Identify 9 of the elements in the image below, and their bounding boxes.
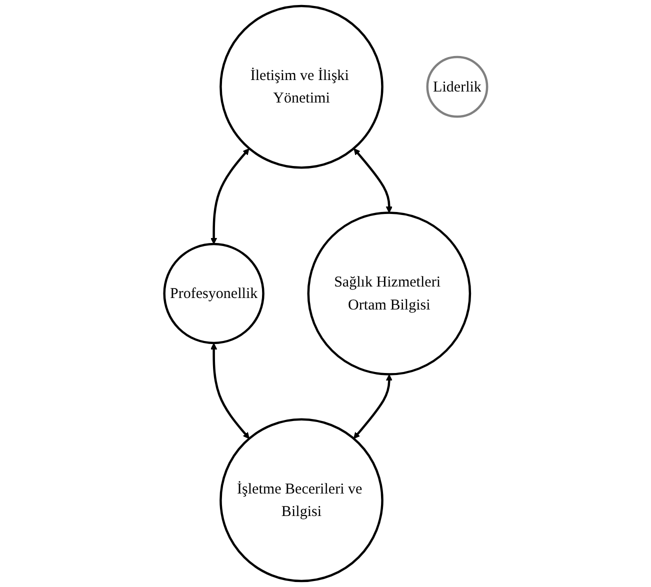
node-circle: Sağlık Hizmetleri Ortam Bilgisi (307, 212, 471, 376)
arrow (210, 148, 250, 244)
arrow (353, 148, 392, 213)
node-circle: Liderlik (426, 56, 488, 118)
node-circle: Profesyonellik (162, 242, 264, 344)
arrow (210, 342, 250, 439)
node-circle: İletişim ve İlişki Yönetimi (219, 4, 384, 169)
node-circle: İşletme Becerileri ve Bilgisi (219, 418, 384, 582)
arrow (353, 374, 392, 439)
